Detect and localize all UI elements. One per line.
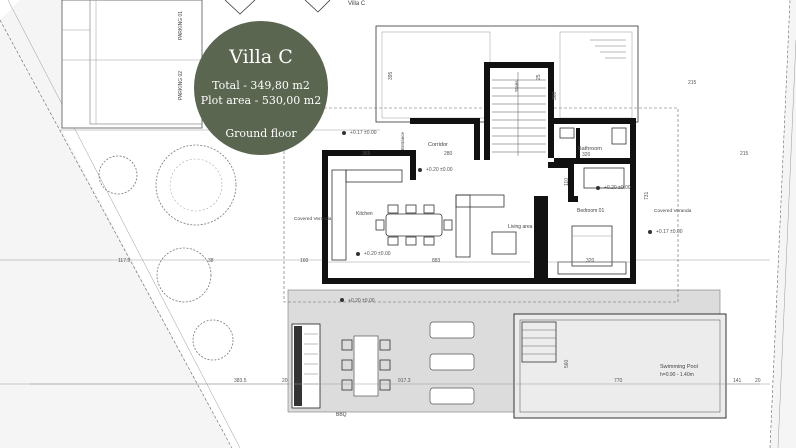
level-marker-icon [648,230,652,234]
tree-icon [192,319,234,361]
dim-883: 883 [432,258,441,264]
kitchen-label: Kitchen [356,211,373,217]
level-marker-icon [342,131,346,135]
level-marker-icon [596,186,600,190]
dining-table [375,204,453,246]
living-sofa [455,194,517,258]
pool-depth-label: h=0.90 - 1.40m [660,372,694,378]
tree-icon [98,155,138,195]
bedroom-label: Bedroom 01 [577,208,604,214]
outdoor-dining [341,335,391,397]
tree-icon [155,144,237,226]
tree-icon [156,247,212,303]
dim-215-a: 215 [688,80,697,86]
villa-badge: Villa C Total - 349,80 m2 Plot area - 53… [194,21,328,155]
veranda-right-label: Covered Veranda [654,208,692,214]
bathroom-label: Bathroom [578,146,602,152]
dim-360: 360 [552,91,558,100]
dim-560: 560 [564,359,570,368]
level-living: +0.20 ±0.00 [364,251,391,257]
dim-731: 731 [644,191,650,200]
corridor-label: Corridor [428,142,448,148]
dim-770: 770 [614,378,623,384]
living-label: Living area [508,224,533,230]
dim-320-bath: 320 [582,152,591,158]
garden-trees [98,144,237,361]
level-veranda: +0.17 ±0.00 [656,229,683,235]
dim-160: 160 [300,258,309,264]
room-labels: Corridor Bathroom Entrance Stairs Kitche… [294,80,692,230]
top-villa-label: Villa C [348,1,366,7]
veranda-left-label: Covered Veranda [294,216,332,222]
stairs-label: Stairs [514,80,519,92]
dim-25: 25 [536,74,542,80]
dimensions: 280 320 320 365 883 160 731 215 215 383.… [30,71,761,385]
dim-20-b: 20 [755,378,761,384]
entrance-label: Entrance [400,131,405,150]
dim-365: 365 [362,151,371,157]
bbq-label: BBQ [336,412,347,418]
level-marker-icon [418,168,422,172]
dim-38: 38 [208,258,214,264]
level-entrance: +0.17 ±0.00 [350,130,377,136]
dim-383: 383.5 [234,378,247,384]
sunbeds [429,321,475,405]
dim-117: 117.5 [118,258,130,264]
level-corridor: +0.20 ±0.00 [426,167,453,173]
dim-20-a: 20 [282,378,288,384]
house [322,62,636,284]
badge-title: Villa C [228,46,293,68]
dim-110: 110 [564,178,570,186]
swimming-pool: Swimming Pool h=0.90 - 1.40m [513,313,727,419]
dim-395: 395 [388,71,394,80]
level-marker-icon [340,298,344,302]
parking-02-label: PARKING 02 [178,71,184,100]
badge-circle [194,21,328,155]
badge-plot-area: Plot area - 530,00 m2 [201,94,321,107]
level-marker-icon [356,252,360,256]
parking-01-label: PARKING 01 [178,11,184,40]
level-terrace: +0.20 ±0.00 [348,298,375,304]
covered-area-outline [283,107,679,303]
level-marks: +0.17 ±0.00 +0.20 ±0.00 +0.20 ±0.00 +0.2… [340,130,683,304]
dim-280: 280 [444,151,453,157]
pool-label: Swimming Pool [660,364,698,370]
parking-area: PARKING 01 PARKING 02 Villa C [61,0,366,129]
dim-141: 141 [733,378,742,384]
badge-floor: Ground floor [225,127,297,140]
dim-320-bed: 320 [586,258,595,264]
level-bedroom: +0.20 ±0.00 [604,185,631,191]
dim-215-b: 215 [740,151,749,157]
dim-917: 917.3 [398,378,411,384]
badge-total: Total - 349,80 m2 [212,79,310,92]
